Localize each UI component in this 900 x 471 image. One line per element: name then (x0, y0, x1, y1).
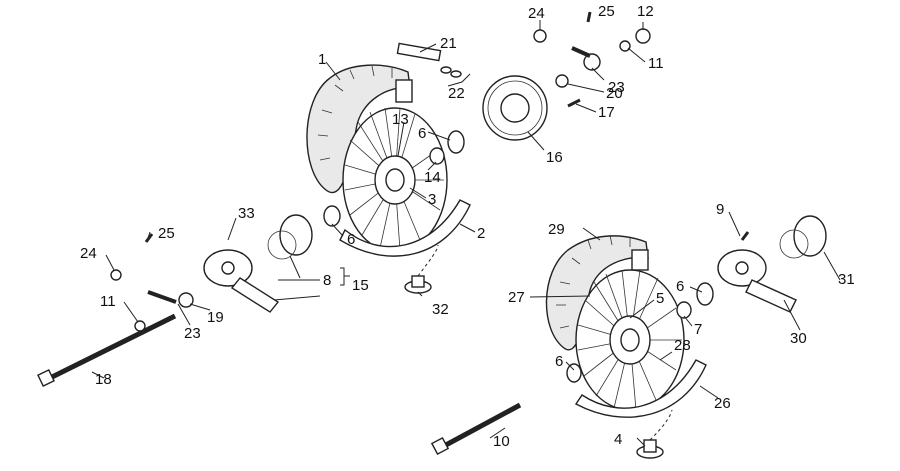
top-nut (533, 29, 547, 43)
front-pivot-stud (643, 439, 657, 453)
callout-18: 18 (95, 371, 112, 388)
callout-22: 22 (448, 85, 465, 102)
rear-screw (144, 233, 154, 243)
top-spacer (555, 74, 569, 88)
callout-7: 7 (694, 321, 702, 338)
callout-labels: 1 2 3 4 5 6 6 6 6 7 8 9 10 11 11 12 13 1… (80, 3, 855, 450)
top-adjuster-block (583, 53, 601, 71)
front-brake-spring (779, 229, 809, 259)
rear-axle-spacer (178, 292, 194, 308)
callout-3: 3 (428, 191, 436, 208)
callout-28: 28 (674, 337, 691, 354)
front-bearing-a (696, 282, 714, 306)
callout-23-top: 23 (608, 79, 625, 96)
callout-19: 19 (207, 309, 224, 326)
callout-6-front-bearing: 6 (676, 278, 684, 295)
rear-brake-shoes (279, 214, 313, 256)
rear-washer (134, 320, 146, 332)
rear-axle (37, 313, 177, 387)
top-cap-nut (635, 28, 651, 44)
rear-bearing-a (447, 130, 465, 154)
callout-15: 15 (352, 277, 369, 294)
front-wheel-assembly (545, 234, 707, 459)
front-axle (430, 402, 522, 456)
callout-13: 13 (392, 111, 409, 128)
rear-spacer (429, 147, 445, 165)
callout-16: 16 (546, 149, 563, 166)
callout-1: 1 (318, 51, 326, 68)
callout-29: 29 (548, 221, 565, 238)
sprocket-bolt (567, 98, 581, 108)
callout-24-top: 24 (528, 5, 545, 22)
rear-bearing-b (323, 205, 341, 227)
rear-tyre (306, 64, 411, 194)
callout-9: 9 (716, 201, 724, 218)
front-hub-bore (620, 328, 640, 352)
front-spacer (676, 301, 692, 319)
callout-2: 2 (477, 225, 485, 242)
callout-20: 20 (606, 85, 623, 102)
callout-6-rear-inner: 6 (347, 231, 355, 248)
front-bearing-b (566, 363, 582, 383)
top-washer (619, 40, 631, 52)
callout-23-left: 23 (184, 325, 201, 342)
callout-6-front-inner: 6 (555, 353, 563, 370)
callout-14: 14 (424, 169, 441, 186)
front-screw (740, 231, 750, 241)
callout-27: 27 (508, 289, 525, 306)
callout-17: 17 (598, 104, 615, 121)
rear-tyre-rim-strip (395, 79, 413, 103)
callout-25-top: 25 (598, 3, 615, 20)
rear-brake-plate (203, 249, 280, 313)
callout-6-rear-bearing: 6 (418, 125, 426, 142)
callout-12: 12 (637, 3, 654, 20)
rear-pivot-stud (411, 275, 425, 288)
rear-wheel-assembly (306, 64, 471, 294)
top-screw (586, 11, 592, 23)
callout-24-left: 24 (80, 245, 97, 262)
front-mudguard (574, 359, 707, 418)
rear-adjuster-bolt (147, 290, 177, 304)
callout-10: 10 (493, 433, 510, 450)
callout-8: 8 (323, 272, 331, 289)
rear-nut (110, 269, 122, 281)
callout-26: 26 (714, 395, 731, 412)
sprocket (482, 75, 548, 141)
front-tyre (545, 235, 649, 351)
callout-31: 31 (838, 271, 855, 288)
rear-mudguard (339, 199, 471, 257)
callout-32: 32 (432, 301, 449, 318)
callout-25-left: 25 (158, 225, 175, 242)
front-brake-shoes (793, 215, 827, 257)
rear-brake-spring (267, 230, 297, 260)
front-tyre-rim-strip (631, 249, 649, 271)
callout-5: 5 (656, 290, 664, 307)
callout-33: 33 (238, 205, 255, 222)
top-adjuster-bolt (571, 46, 591, 58)
front-brake-plate (717, 249, 797, 313)
callout-21: 21 (440, 35, 457, 52)
drive-chain (396, 42, 462, 78)
callout-11-left: 11 (100, 293, 116, 310)
callout-11-top: 11 (648, 55, 664, 72)
rear-hub-bore (385, 168, 405, 192)
leader-lines (91, 14, 841, 447)
callout-4: 4 (614, 431, 622, 448)
callout-30: 30 (790, 330, 807, 347)
